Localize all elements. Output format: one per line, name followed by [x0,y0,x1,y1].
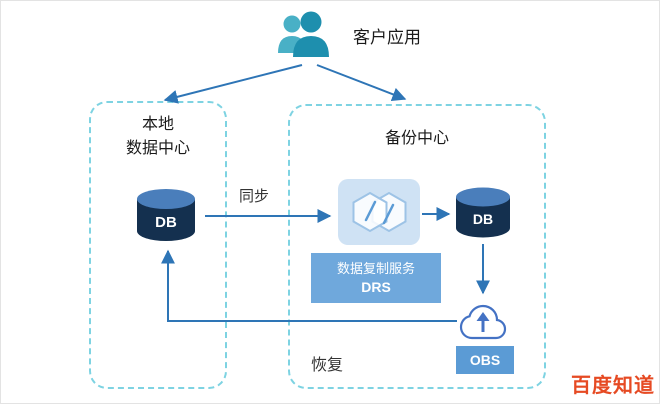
client-application-node [273,9,335,63]
drs-label-box: 数据复制服务 DRS [311,253,441,303]
local-db-label: DB [155,214,177,231]
arrow-client-to-local [163,64,303,104]
local-datacenter-title-line2: 数据中心 [125,140,190,157]
backup-center-title: 备份中心 [384,130,449,147]
users-icon [278,11,329,57]
database-cylinder-icon: DB [456,187,510,238]
sync-edge-label: 同步 [239,188,270,205]
local-datacenter-title: 本地 数据中心 [89,113,227,161]
arrow-client-to-backup [316,64,407,101]
replication-service-icon [338,179,420,245]
backup-db-node: DB [454,186,512,240]
database-cylinder-icon: DB [137,189,195,241]
obs-label-box: OBS [456,346,514,374]
drs-label-line2: DRS [361,279,391,295]
client-application-label: 客户应用 [353,28,421,47]
backup-db-label: DB [473,211,493,227]
backup-center-region [288,104,546,389]
watermark: 百度知道 [571,375,655,397]
local-datacenter-title-line1: 本地 [141,116,174,133]
local-datacenter-region [89,101,227,389]
drs-service-node [338,179,420,245]
local-db-node: DB [135,187,197,243]
cloud-upload-icon [459,304,507,340]
recover-edge-label: 恢复 [311,357,344,374]
drs-label-line1: 数据复制服务 [336,261,415,276]
obs-cloud-node [458,298,508,342]
